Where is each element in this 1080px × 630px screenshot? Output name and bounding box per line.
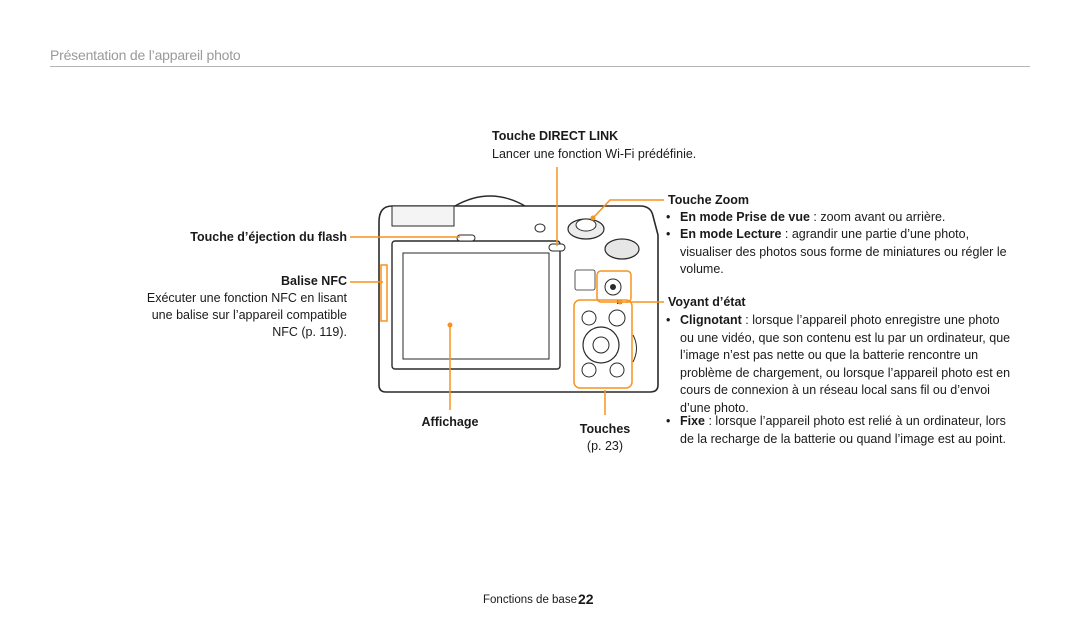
zoom-title: Touche Zoom: [668, 193, 750, 207]
bullet-dot: •: [666, 227, 671, 241]
status-lamp-item-blinking: • Clignotant : lorsque l’appareil photo …: [666, 312, 1016, 417]
buttons-page-reference: (p. 23): [586, 439, 624, 453]
nfc-description-line-1: Exécuter une fonction NFC en lisant: [146, 291, 347, 305]
nfc-description-line-2: une balise sur l’appareil compatible: [151, 308, 347, 322]
header-rule: [50, 66, 1030, 67]
flash-eject-title: Touche d’éjection du flash: [190, 230, 347, 244]
page-header-title: Présentation de l’appareil photo: [50, 47, 241, 63]
direct-link-description: Lancer une fonction Wi-Fi prédéfinie.: [492, 147, 697, 161]
footer-section-label: Fonctions de base: [483, 594, 577, 606]
display-title: Affichage: [421, 415, 479, 429]
buttons-title: Touches: [579, 422, 631, 436]
zoom-item-playback-label: En mode Lecture: [680, 227, 782, 241]
status-lamp-item-blinking-text: : lorsque l’appareil photo enregistre un…: [680, 313, 1011, 415]
zoom-item-playback: • En mode Lecture : agrandir une partie …: [666, 226, 1016, 279]
direct-link-title: Touche DIRECT LINK: [492, 129, 619, 143]
nfc-title: Balise NFC: [281, 274, 347, 288]
zoom-item-shooting: • En mode Prise de vue : zoom avant ou a…: [666, 209, 1016, 227]
status-lamp-item-steady-label: Fixe: [680, 414, 706, 428]
status-lamp-item-blinking-label: Clignotant: [680, 313, 742, 327]
bullet-dot: •: [666, 414, 671, 428]
zoom-item-playback-text: : agrandir une partie d’une photo, visua…: [680, 227, 1007, 276]
bullet-dot: •: [666, 313, 671, 327]
bullet-dot: •: [666, 210, 671, 224]
status-lamp-item-steady-text: : lorsque l’appareil photo est relié à u…: [680, 414, 1006, 446]
footer-page-number: 22: [578, 591, 594, 607]
status-lamp-title: Voyant d’état: [668, 295, 746, 309]
zoom-item-shooting-text: : zoom avant ou arrière.: [809, 210, 946, 224]
status-lamp-item-steady: • Fixe : lorsque l’appareil photo est re…: [666, 413, 1016, 448]
nfc-description-line-3: NFC (p. 119).: [272, 325, 347, 339]
zoom-item-shooting-label: En mode Prise de vue: [680, 210, 810, 224]
